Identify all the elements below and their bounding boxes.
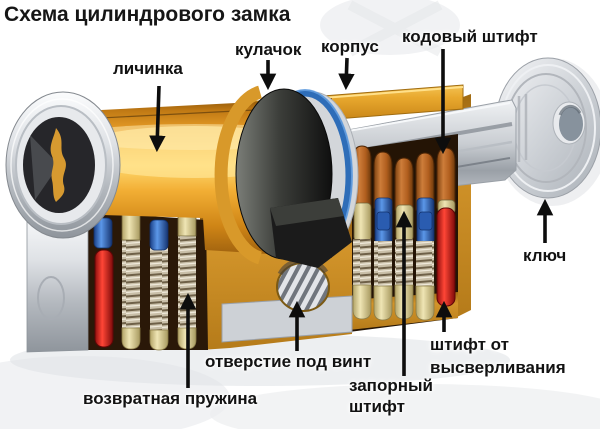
arrow-korpus <box>338 57 355 91</box>
cam-assembly <box>214 85 359 268</box>
key-head-hole <box>552 101 586 145</box>
annotation-arrows <box>149 49 554 388</box>
keyhole-profile <box>50 128 66 202</box>
label-zapornyy-shtift: запорный штифт <box>349 376 433 416</box>
front-face <box>5 91 121 353</box>
diagram-title: Схема цилиндрового замка <box>4 3 291 26</box>
label-lichinka: личинка <box>113 59 183 78</box>
label-kulachok: кулачок <box>235 40 302 59</box>
anti-drill-pin <box>436 207 456 307</box>
label-kodovyy-shtift: кодовый штифт <box>402 27 538 46</box>
plug-collar <box>214 85 263 265</box>
key-head <box>494 57 600 206</box>
pin-feet <box>352 284 435 321</box>
arrow-lichinka <box>149 85 166 153</box>
label-klyuch: ключ <box>523 246 567 265</box>
label-otverstie-pod-vint: отверстие под винт <box>205 352 372 371</box>
left-anti-drill-pin <box>94 249 114 348</box>
label-shtift-ot-vysverlivaniya: штифт от высверливания <box>430 335 566 377</box>
left-spool-pins <box>93 217 169 251</box>
front-face-emblem <box>37 276 65 320</box>
label-korpus: корпус <box>321 37 379 56</box>
screw-hole <box>276 257 330 312</box>
spool-pins-blue <box>374 197 435 245</box>
label-vozvratnaya-pruzhina: возвратная пружина <box>83 389 258 408</box>
